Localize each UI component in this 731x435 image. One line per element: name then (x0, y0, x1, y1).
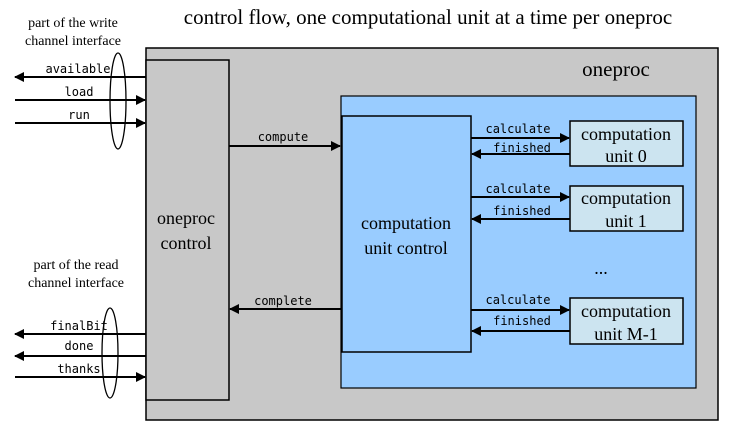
cu-control-label-line1: computation (361, 213, 451, 233)
computation-unit-0-line1: computation (581, 124, 671, 144)
write-interface-label-line1: part of the write (28, 16, 118, 31)
cu-control-box (341, 115, 472, 353)
done-label: done (65, 339, 94, 353)
computation-unit-0-box (569, 120, 684, 167)
finished-label-m1: finished (493, 314, 551, 328)
thanks-label: thanks (57, 362, 100, 376)
ellipsis: ... (594, 258, 608, 278)
complete-label: complete (254, 294, 312, 308)
oneproc-control-label-line2: control (161, 233, 212, 253)
computation-unit-m1-line1: computation (581, 301, 671, 321)
calculate-label-0: calculate (485, 122, 550, 136)
computation-unit-m1-box (569, 297, 684, 345)
oneproc-control-label-line1: oneproc (157, 208, 215, 228)
read-interface-label-line2: channel interface (28, 276, 124, 291)
write-interface-label-line2: channel interface (25, 34, 121, 49)
computation-unit-m1-line2: unit M-1 (594, 324, 658, 344)
read-interface-ellipse (101, 307, 119, 399)
computation-unit-1-line2: unit 1 (605, 211, 647, 231)
calculate-label-1: calculate (485, 182, 550, 196)
load-label: load (65, 85, 94, 99)
oneproc-label: oneproc (582, 57, 650, 81)
computation-unit-0-line2: unit 0 (605, 146, 647, 166)
finished-label-0: finished (493, 141, 551, 155)
run-label: run (68, 108, 90, 122)
compute-label: compute (258, 130, 309, 144)
computation-unit-1-line1: computation (581, 188, 671, 208)
read-interface-label-line1: part of the read (33, 258, 118, 273)
diagram-title: control flow, one computational unit at … (184, 5, 673, 29)
calculate-label-m1: calculate (485, 293, 550, 307)
finalbit-label: finalBit (50, 319, 108, 333)
cu-control-label-line2: unit control (364, 238, 448, 258)
oneproc-control-box (145, 59, 230, 401)
computation-unit-1-box (569, 185, 684, 232)
available-label: available (45, 62, 110, 76)
finished-label-1: finished (493, 204, 551, 218)
